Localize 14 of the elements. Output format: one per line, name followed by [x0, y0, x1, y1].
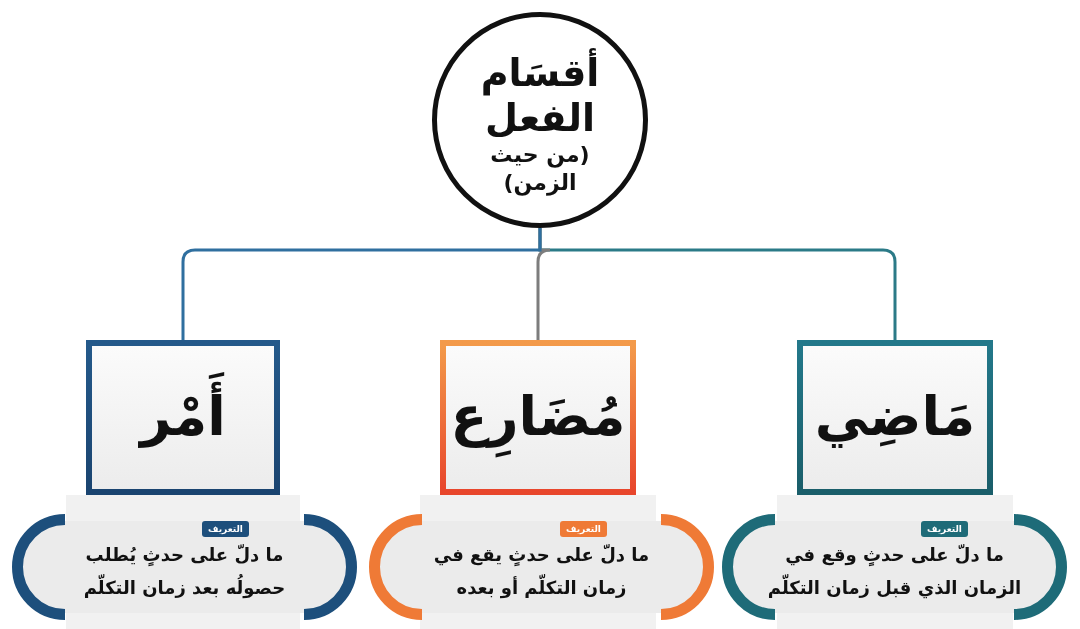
tag-label: التعريف [921, 521, 968, 537]
category-box: مُضَارِع [440, 340, 636, 495]
definition-panel [12, 514, 357, 620]
tag-label: التعريف [202, 521, 249, 537]
category-box: مَاضِي [797, 340, 993, 495]
tag-label: التعريف [560, 521, 607, 537]
subheading: (من حيث الزمن) [489, 141, 591, 197]
definition-text: ما دلّ على حدثٍ وقع في الزمان الذي قبل زمان التكلّم [766, 543, 1023, 601]
definition-text: ما دلّ على حدثٍ يقع في زمان التكلّم أو بعده [432, 543, 651, 601]
definition-panel [369, 514, 714, 620]
definition-panel [722, 514, 1067, 620]
definition-text: ما دلّ على حدثٍ يُطلب حصولُه بعد زمان التكلّم [82, 543, 287, 601]
connector-line [181, 228, 542, 340]
category-box: أَمْر [86, 340, 280, 495]
